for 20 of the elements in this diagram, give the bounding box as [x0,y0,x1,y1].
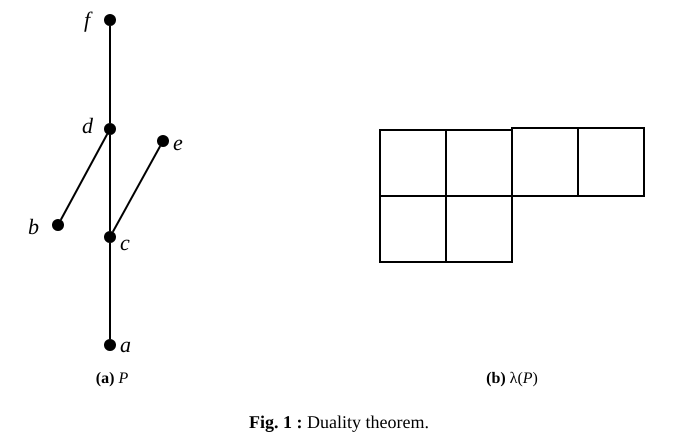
vertex-dot [104,123,116,135]
vertex-label: e [173,132,183,154]
hasse-edge [109,135,111,231]
figure-caption: Fig. 1 : Duality theorem. [249,412,429,433]
hasse-edge [112,146,161,232]
subfigure-caption: (a) P [96,370,128,388]
vertex-label: b [28,216,39,238]
vertex-label: a [120,334,131,356]
vertex-dot [104,14,116,26]
hasse-edge [109,243,111,339]
vertex-label: f [84,9,90,31]
hasse-edge [109,26,111,123]
vertex-label: c [120,232,130,254]
vertex-dot [157,135,169,147]
vertex-dot [52,219,64,231]
hasse-edge [60,134,108,220]
subfigure-caption: (b) λ(P) [486,370,538,388]
vertex-dot [104,231,116,243]
vertex-label: d [82,115,93,137]
vertex-dot [104,339,116,351]
